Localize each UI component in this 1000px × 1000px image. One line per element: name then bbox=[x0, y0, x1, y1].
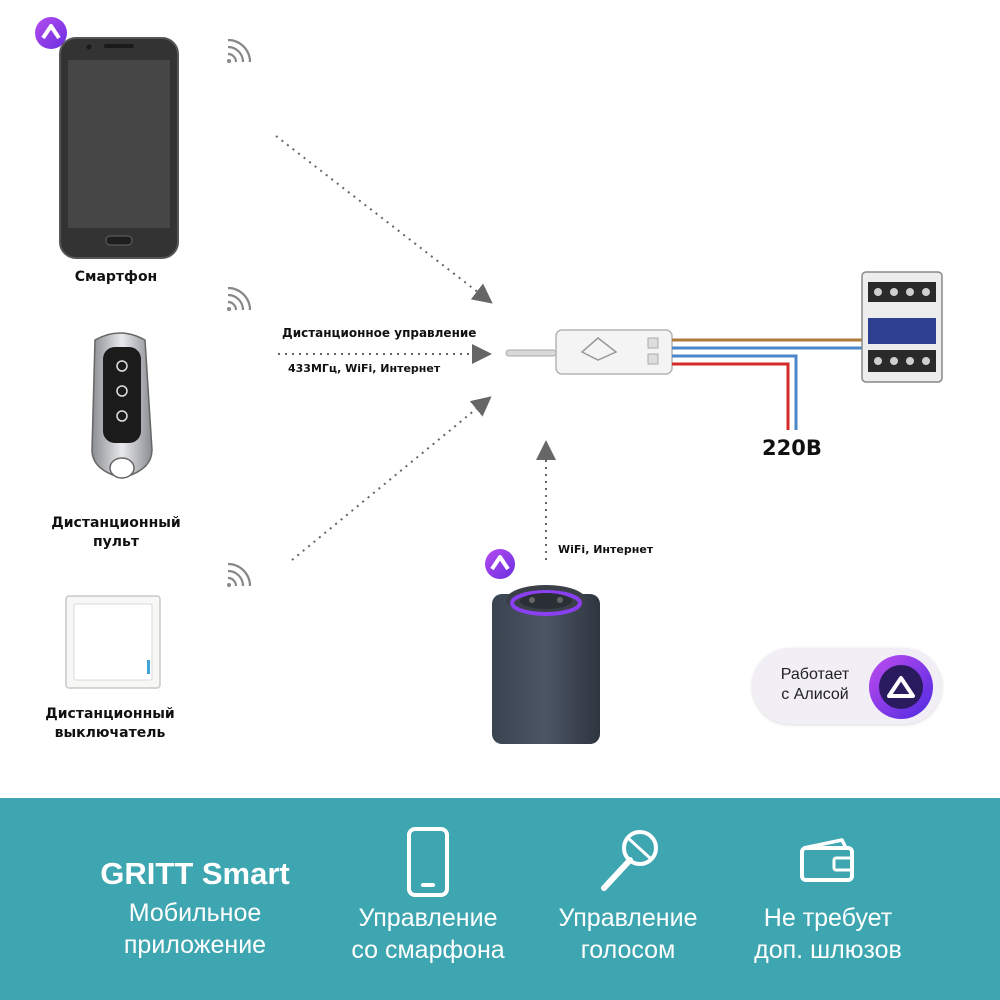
feature-brand: GRITT Smart Мобильное приложение bbox=[60, 856, 330, 961]
remote-fob-image bbox=[91, 332, 153, 479]
smartphone-icon bbox=[407, 827, 449, 897]
badge-line1: Работает bbox=[780, 666, 850, 683]
smart-speaker-image bbox=[492, 585, 600, 744]
alice-logo-icon bbox=[35, 17, 67, 49]
microphone-icon bbox=[601, 830, 658, 891]
works-with-alice-badge: Работает с Алисой bbox=[752, 648, 942, 724]
wallet-icon bbox=[800, 838, 854, 882]
brand-title: GRITT Smart bbox=[100, 856, 290, 891]
switch-label: Дистанционный выключатель bbox=[30, 705, 190, 743]
gateway-line1: Не требует bbox=[763, 904, 893, 932]
feature-voice-control: Управление голосом bbox=[530, 826, 726, 966]
wifi-signal-icon bbox=[227, 286, 252, 311]
voltage-label: 220В bbox=[762, 436, 822, 460]
switch-label-line1: Дистанционный bbox=[45, 706, 175, 722]
remote-label-line2: пульт bbox=[92, 534, 140, 550]
smartphone-label: Смартфон bbox=[74, 269, 158, 285]
diagram-canvas bbox=[35, 17, 943, 744]
badge-text: Работает с Алисой bbox=[770, 665, 860, 705]
remote-control-caption: Дистанционное управление bbox=[282, 326, 477, 340]
brand-line1: Мобильное bbox=[128, 899, 262, 927]
alice-logo-icon bbox=[869, 655, 933, 719]
brand-line2: приложение bbox=[123, 931, 267, 959]
wifi-signal-icon bbox=[227, 38, 252, 63]
voice-line2: голосом bbox=[580, 936, 676, 964]
wifi-relay-module-image bbox=[505, 329, 673, 375]
phone-line1: Управление bbox=[358, 904, 498, 932]
speaker-link-caption: WiFi, Интернет bbox=[558, 543, 654, 556]
switch-label-line2: выключатель bbox=[54, 725, 166, 741]
voice-line1: Управление bbox=[558, 904, 698, 932]
phone-line2: со смарфона bbox=[351, 936, 505, 964]
wifi-signal-icon bbox=[227, 562, 252, 587]
smartphone-image bbox=[59, 37, 179, 259]
remote-label: Дистанционный пульт bbox=[36, 514, 196, 552]
features-footer: GRITT Smart Мобильное приложение Управле… bbox=[0, 798, 1000, 1000]
signal-arrows bbox=[275, 135, 556, 561]
wall-switch-image bbox=[65, 595, 161, 689]
protocols-caption: 433МГц, WiFi, Интернет bbox=[288, 362, 441, 375]
wires bbox=[672, 338, 862, 430]
contactor-image bbox=[861, 271, 943, 383]
alice-logo-icon bbox=[485, 549, 515, 579]
remote-label-line1: Дистанционный bbox=[51, 515, 181, 531]
feature-phone-control: Управление со смарфона bbox=[330, 826, 526, 966]
feature-no-gateway: Не требует доп. шлюзов bbox=[730, 826, 926, 966]
badge-line2: с Алисой bbox=[781, 686, 849, 703]
gateway-line2: доп. шлюзов bbox=[754, 936, 902, 964]
